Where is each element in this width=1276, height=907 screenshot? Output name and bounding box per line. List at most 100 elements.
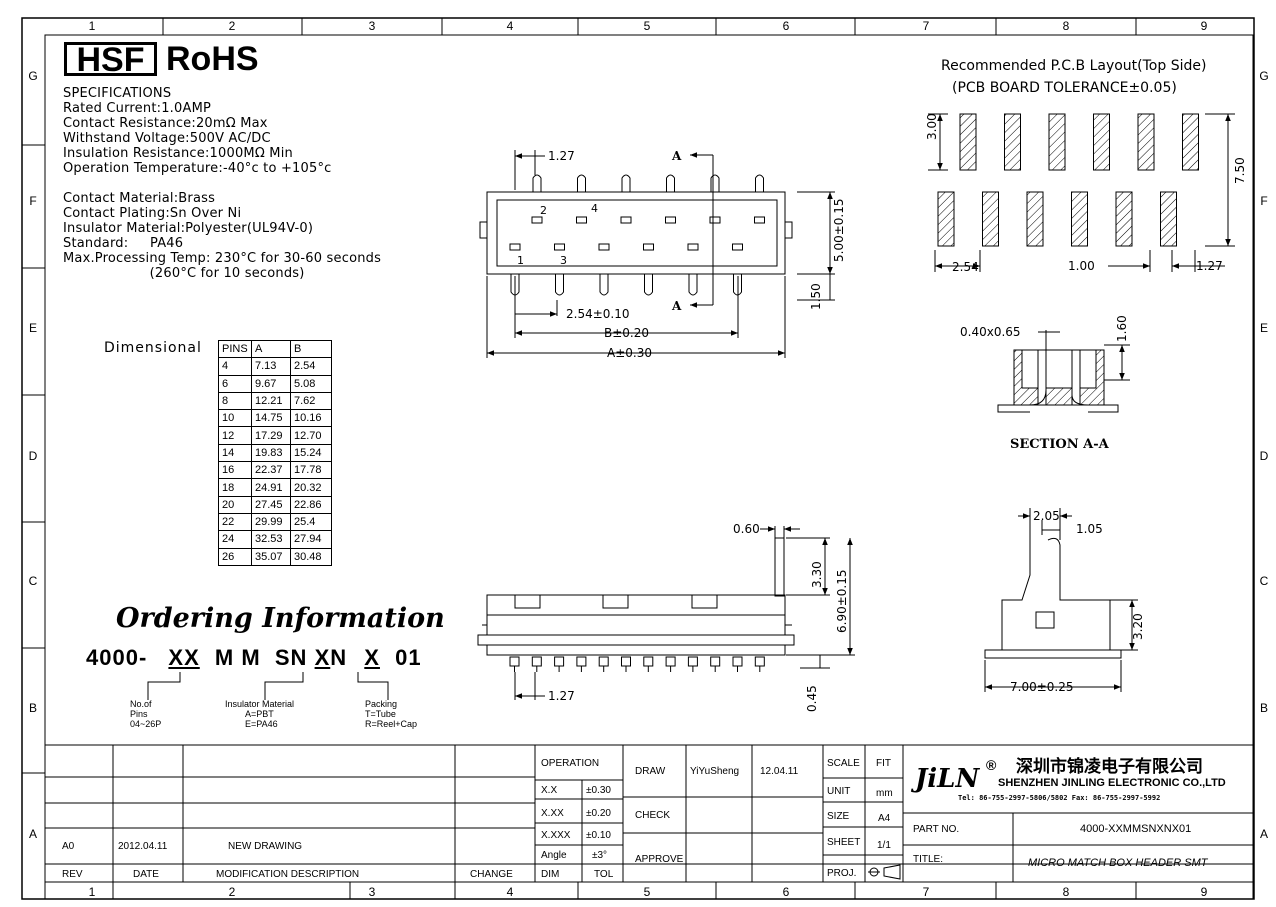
size-label: SIZE [827,811,850,822]
pcb-pad-bottom [1071,191,1088,247]
pcb-pad-bottom [937,191,955,247]
spec-line: Operation Temperature:-40°c to +105°c [63,161,332,176]
hsf-logo: HSF [64,42,157,77]
code-packing: X [364,645,380,670]
pin-2-label: 2 [540,204,547,217]
end-dim-tab: 1.05 [1076,522,1103,536]
column-label-2-bottom: 2 [229,885,236,899]
spec-line: Contact Material:Brass [63,191,216,206]
pcb-title: Recommended P.C.B Layout(Top Side) [941,58,1206,74]
scale-value: FIT [876,758,891,769]
end-labels: 2.05 1.05 3.20 7.00±0.25 [1010,509,1145,694]
approve-label: APPROVE [635,854,684,865]
column-label-4-bottom: 4 [507,885,514,899]
pcb-pad-bottom [1160,191,1177,247]
row-label-A-left: A [29,827,37,841]
contact-pad-lower [554,243,565,251]
cell-pins: 16 [218,461,252,480]
tol-xx-label: X.X [541,785,557,796]
end-dim-width: 7.00±0.25 [1010,680,1074,694]
contact-pad-upper [665,216,676,224]
company-block: JiLN ® 深圳市锦凌电子有限公司 SHENZHEN JINLING ELEC… [910,756,1226,802]
note-pins: No.of Pins 04~26P [130,699,161,729]
row-label-A-right: A [1260,827,1268,841]
row-label-F-left: F [29,194,36,208]
top-pin-lower [599,274,609,296]
tol-xxxx-value: ±0.10 [586,830,611,841]
contact-pad-upper [576,216,587,224]
contact-pad-upper [709,216,721,224]
contact-pad-upper [531,216,543,224]
row-label-C-right: C [1260,574,1269,588]
top-pin-upper [755,174,764,192]
column-label-1-bottom: 1 [89,885,96,899]
top-ticks [22,18,1254,774]
dim-pitch-254: 2.54±0.10 [566,307,630,321]
pcb-dim-pad-len: 3.00 [925,113,939,140]
cell-pins: 26 [218,547,252,566]
cell-a: 12.21 [251,391,291,411]
spec-line: Max.Processing Temp: 230°C for 30-60 sec… [63,251,382,266]
note-insulator-2: A=PBT [245,709,274,719]
row-label-G-left: G [28,69,37,83]
top-pin-upper [621,174,631,192]
code-suffix: 01 [395,645,422,670]
pcb-dim-pitch: 2.54 [952,260,979,274]
tol-xxxx-label: X.XXX [541,830,571,841]
tol-angle-value: ±3° [592,850,607,861]
cell-pins: 10 [218,409,252,428]
proj-label: PROJ. [827,868,856,879]
company-contact: Tel: 86-755-2997-5806/5802 Fax: 86-755-2… [958,794,1160,802]
cell-a: 22.37 [251,461,291,480]
dim-footer: DIM [541,869,559,880]
check-label: CHECK [635,810,670,821]
column-label-6-top: 6 [783,19,790,33]
pcb-pad-bottom [1026,191,1044,247]
pcb-pad-top [1093,113,1110,171]
title-block-text: REV DATE MODIFICATION DESCRIPTION CHANGE… [62,758,1209,880]
cell-b: 30.48 [290,547,332,566]
cell-b: 12.70 [290,426,332,445]
row-label-E-left: E [29,321,37,335]
contact-pad-lower [643,243,654,251]
pcb-subtitle: (PCB BOARD TOLERANCE±0.05) [952,80,1177,96]
side-dim-pitch: 1.27 [548,689,575,703]
column-label-3-bottom: 3 [369,885,376,899]
rev-header: REV [62,869,83,880]
operation-label: OPERATION [541,758,599,769]
section-labels: 0.40x0.65 1.60 SECTION A-A [960,315,1129,452]
side-labels: 0.60 3.30 6.90±0.15 1.27 0.45 [548,522,849,712]
note-pins-2: Pins [130,709,148,719]
rev-value: A0 [62,841,75,852]
side-dim-total: 6.90±0.15 [835,570,849,634]
company-en: SHENZHEN JINLING ELECTRONIC CO.,LTD [998,777,1226,789]
rohs-logo: RoHS [166,40,259,78]
end-dim-latch: 3.20 [1131,613,1145,640]
ordering-title: Ordering Information [116,603,445,634]
draw-label: DRAW [635,766,666,777]
top-pin-lower [555,274,564,296]
top-view-labels: 1.27 2.54±0.10 B±0.20 A±0.30 A A 5.00±0.… [517,149,846,360]
column-label-9-bottom: 9 [1201,885,1208,899]
row-label-B-left: B [29,701,37,715]
spec-line: (260°C for 10 seconds) [63,266,305,281]
column-label-5-bottom: 5 [644,885,651,899]
contact-pad-upper [754,216,765,224]
section-dim-pin: 0.40x0.65 [960,325,1021,339]
date-header: DATE [133,869,159,880]
cell-a: 29.99 [251,512,291,532]
dim-b: B±0.20 [604,326,649,340]
top-pin-upper [666,174,675,192]
pcb-pad-top [1137,113,1155,171]
cell-b: 27.94 [290,530,332,549]
spec-line: Insulator Material:Polyester(UL94V-0) [63,221,314,236]
side-slot [691,594,718,609]
brand-logo: JiLN [910,764,980,794]
